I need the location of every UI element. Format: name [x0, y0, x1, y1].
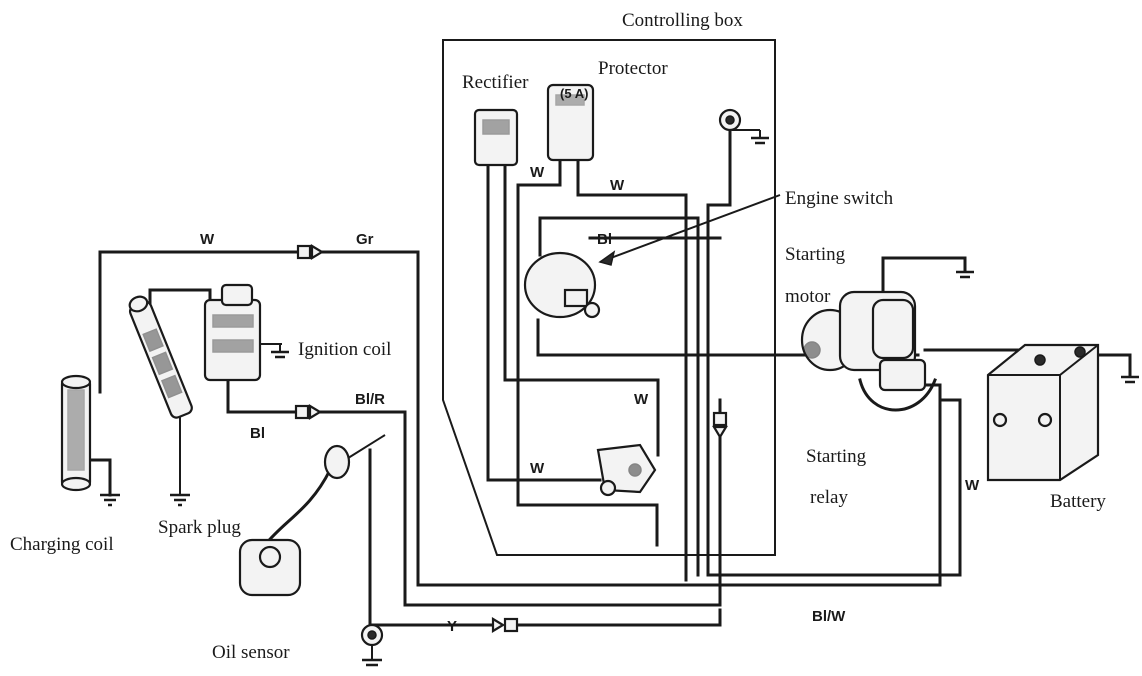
solenoid-icon [596, 443, 657, 497]
wire-w-rectifier [516, 158, 562, 187]
label-rectifier: Rectifier [462, 72, 529, 93]
code-w-relay: W [965, 477, 980, 494]
ground-icon [362, 658, 382, 667]
ground-icon [732, 129, 769, 145]
code-y: Y [447, 618, 457, 635]
wire-y-right [513, 608, 722, 627]
code-bl-r: Bl/R [355, 391, 385, 408]
connector-icon [294, 404, 323, 420]
code-w-top: W [200, 231, 215, 248]
charging-coil-icon [60, 374, 92, 492]
code-bl-switch: Bl [597, 231, 612, 248]
label-starting-relay-2: relay [810, 487, 848, 508]
label-ignition-coil: Ignition coil [298, 339, 391, 360]
label-oil-sensor: Oil sensor [212, 642, 290, 663]
code-w-protector: W [610, 177, 625, 194]
label-starting-motor-1: Starting [785, 244, 846, 265]
wire-y [368, 448, 497, 627]
ground-icon [1121, 375, 1139, 384]
wire-bl-r [316, 398, 722, 607]
label-battery: Battery [1050, 491, 1106, 512]
code-gr: Gr [356, 231, 374, 248]
wire-w-gr-top [98, 250, 302, 394]
wire-bl-ignition [226, 368, 300, 414]
wire-w-box-left [516, 183, 659, 547]
code-bl-w: Bl/W [812, 608, 846, 625]
label-protector-rating: (5 A) [560, 86, 588, 101]
starting-motor-icon [800, 290, 917, 372]
wire-switch-top [538, 216, 700, 577]
ground-symbols [100, 129, 1139, 667]
wire-switch-down [536, 318, 722, 357]
wire-switch-right [706, 128, 962, 577]
label-charging-coil: Charging coil [10, 534, 114, 555]
engine-switch-icon [523, 194, 781, 319]
label-engine-switch: Engine switch [785, 188, 894, 209]
wire-w-relay [938, 398, 962, 577]
ground-icon [170, 415, 190, 507]
ground-icon [266, 343, 289, 359]
label-starting-relay-1: Starting [806, 446, 867, 467]
ground-icon [100, 493, 120, 507]
protector-icon [546, 83, 595, 162]
spark-plug-icon [128, 295, 193, 419]
rectifier-icon [473, 108, 519, 167]
label-protector: Protector [598, 58, 668, 79]
code-w-lower-box: W [530, 460, 545, 477]
oil-sensor-icon [238, 444, 384, 660]
connector-icon [712, 411, 728, 440]
wire-oil-sensor-lead [344, 434, 386, 461]
wire-hv [148, 288, 212, 312]
terminal-ring-icon [718, 108, 742, 132]
connector-icon [491, 617, 519, 633]
wire-rectifier-right [503, 158, 660, 457]
wires [86, 128, 1132, 627]
label-starting-motor-2: motor [785, 286, 831, 307]
code-bl-ignition: Bl [250, 425, 265, 442]
wire-w-protector [576, 158, 688, 582]
wire-charging-lower [86, 458, 112, 497]
connectors [294, 244, 728, 633]
code-w-right-box: W [634, 391, 649, 408]
label-controlling-box: Controlling box [622, 10, 743, 31]
code-w-rectifier: W [530, 164, 545, 181]
label-spark-plug: Spark plug [158, 517, 241, 538]
ground-icon [956, 270, 974, 279]
wire-motor-ground [881, 256, 967, 302]
controlling-box-outline [442, 39, 776, 556]
starting-relay-icon [858, 358, 937, 412]
ignition-coil-icon [203, 283, 282, 382]
battery-icon [986, 343, 1100, 482]
connector-icon [296, 244, 325, 260]
wire-gr [318, 250, 942, 587]
wire-rectifier-left [486, 158, 602, 482]
